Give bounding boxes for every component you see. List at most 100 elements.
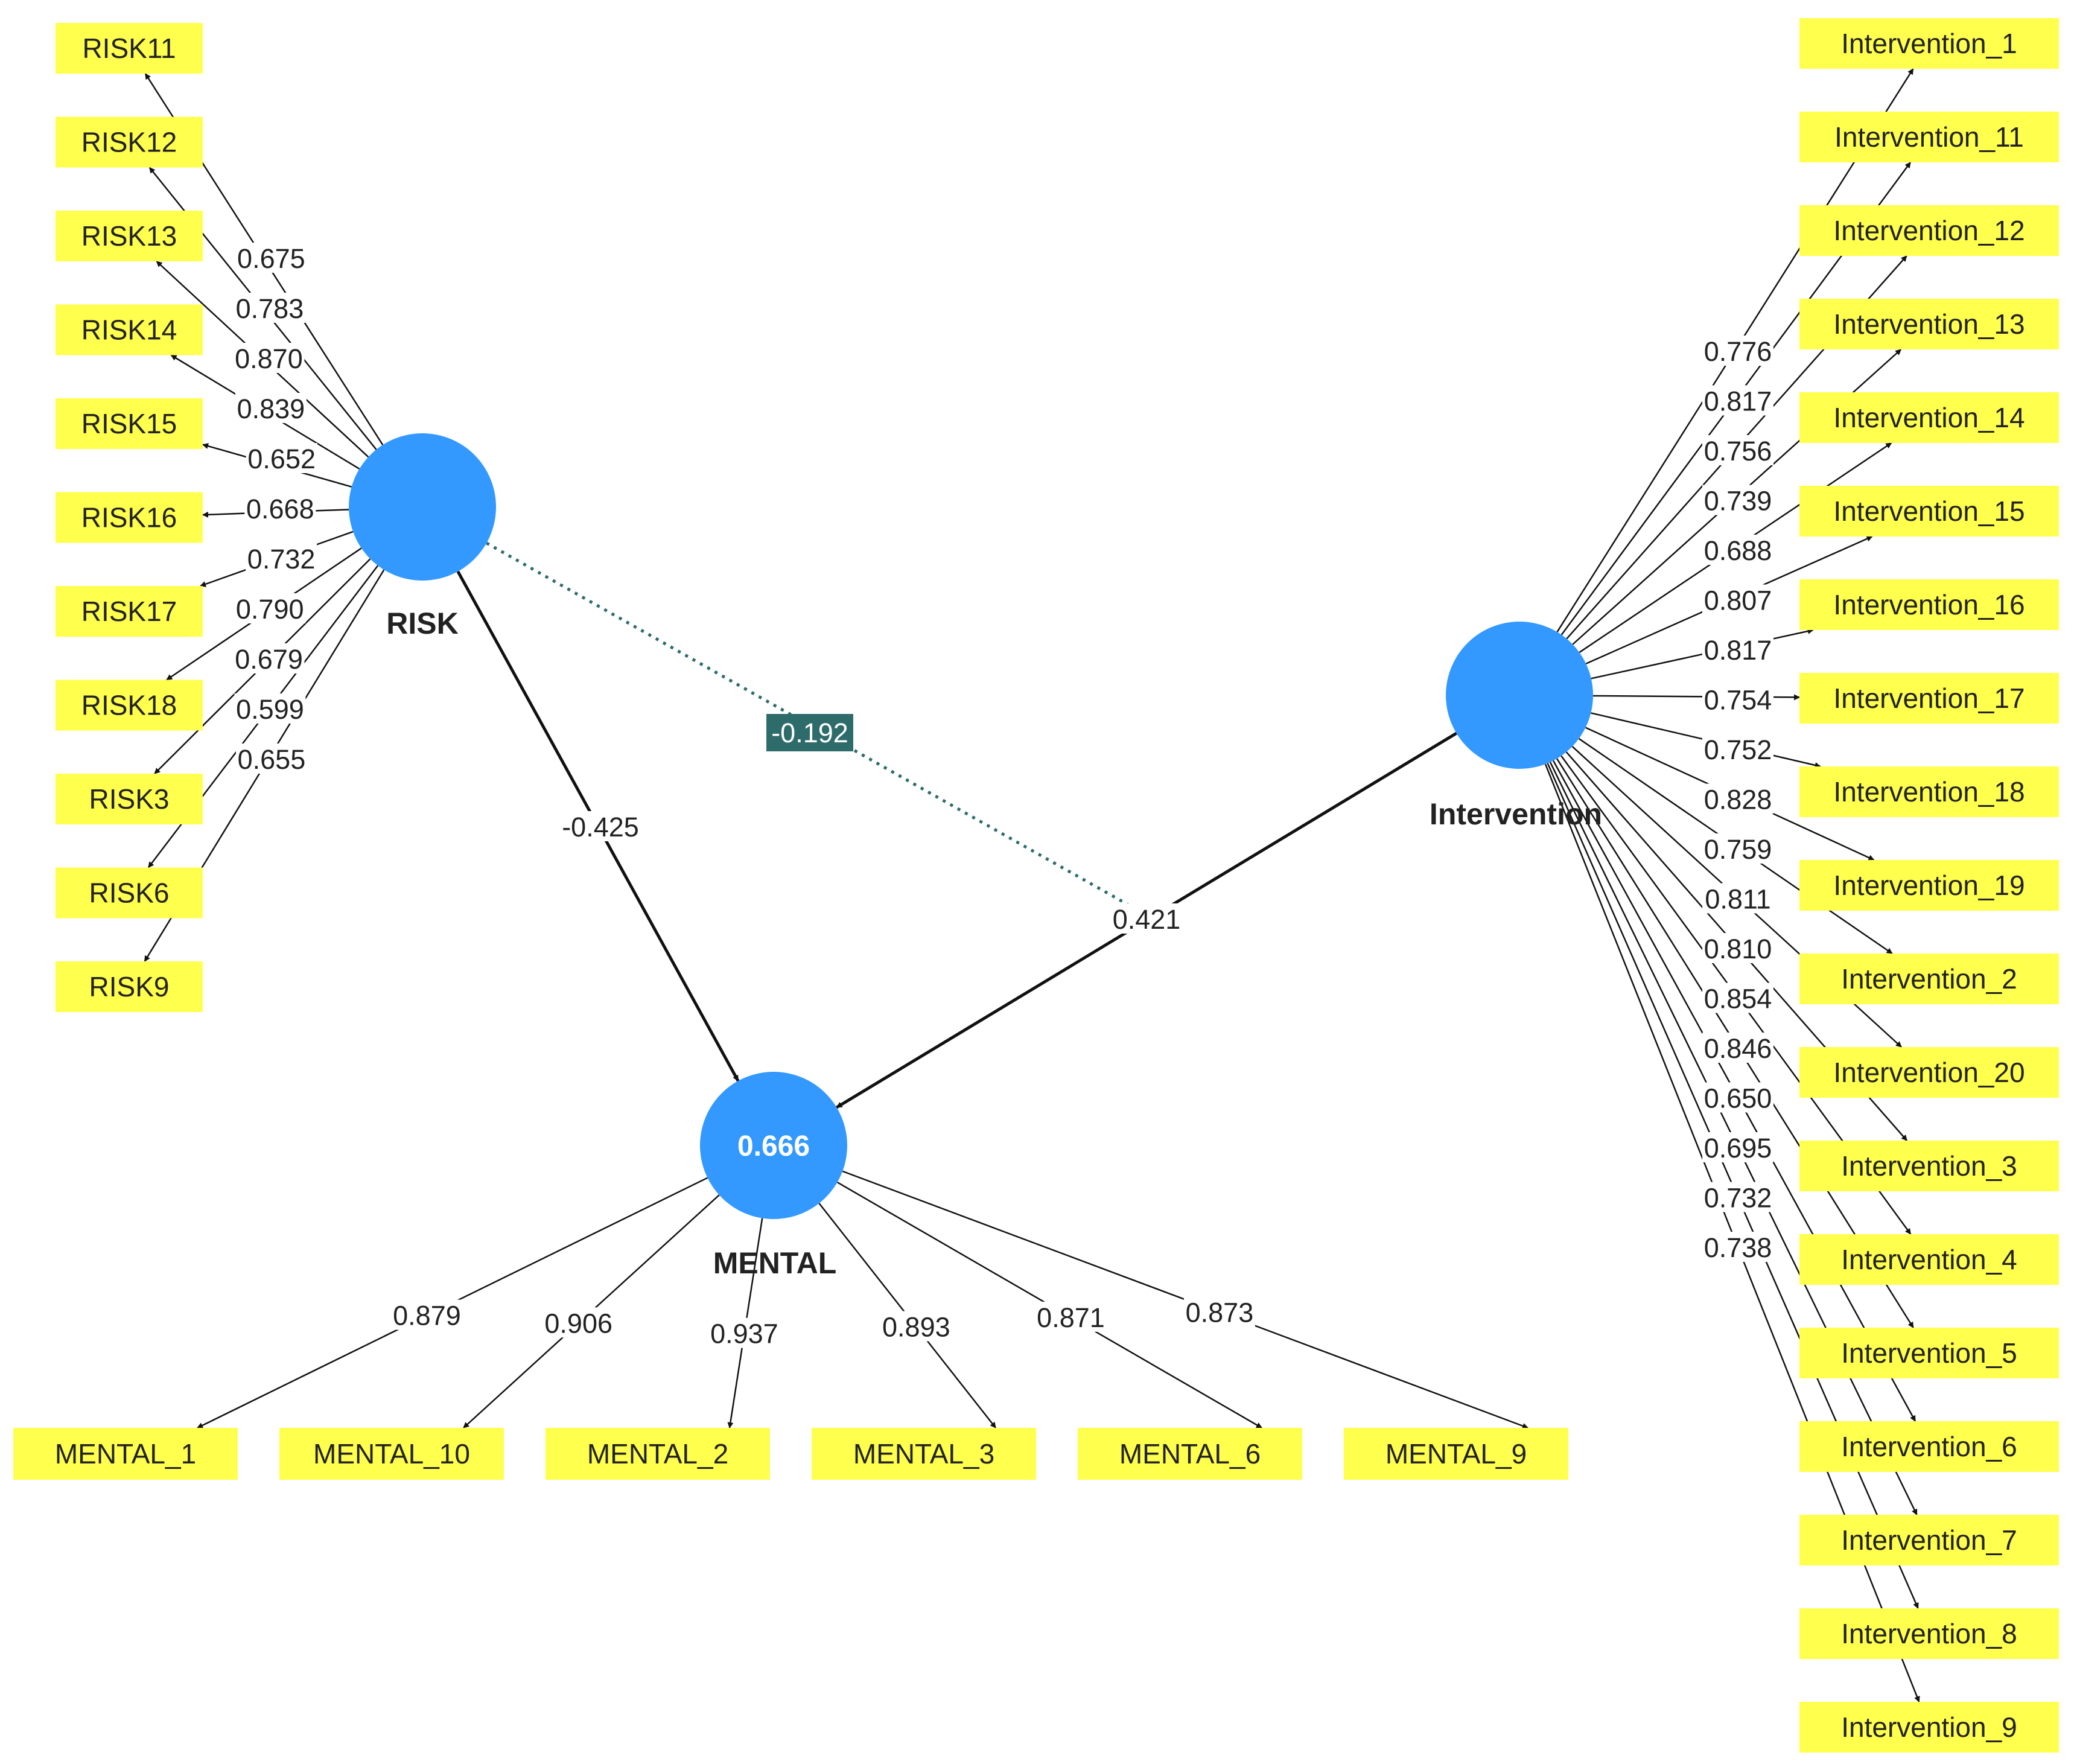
coefficient-text: 0.871	[1037, 1302, 1105, 1333]
moderation-label-bg	[766, 714, 853, 751]
mental-indicator-mental-1: MENTAL_1	[13, 1428, 238, 1480]
indicator-box	[56, 398, 203, 449]
indicator-label: RISK18	[81, 690, 177, 721]
risk-to-mental-coefficient: -0.425	[558, 811, 643, 842]
intervention-indicator-intervention-18: Intervention_18	[1799, 766, 2059, 817]
risk-loading-label: 0.599	[234, 693, 306, 725]
mental-loading-label: 0.906	[542, 1307, 614, 1339]
indicator-box	[1799, 486, 2059, 537]
intervention-indicator-intervention-11: Intervention_11	[1799, 112, 2059, 162]
indicator-box	[56, 680, 203, 731]
indicator-box	[1799, 954, 2059, 1004]
coefficient-text: 0.783	[236, 293, 304, 324]
indicator-label: MENTAL_9	[1385, 1438, 1527, 1469]
coefficient-bg	[1702, 435, 1773, 465]
coefficient-bg	[1702, 485, 1773, 515]
latent-variables-layer: 0.666	[349, 433, 1593, 1219]
coefficient-bg	[1702, 1132, 1773, 1162]
coefficient-labels-layer: 0.6750.7830.8700.8390.6520.6680.7320.790…	[233, 243, 1773, 1349]
coefficient-bg	[235, 243, 307, 273]
risk-loading-label: 0.790	[234, 593, 306, 625]
intervention-circle[interactable]	[1446, 622, 1593, 769]
indicator-box	[1799, 392, 2059, 443]
indicator-label: Intervention_5	[1841, 1337, 2017, 1369]
indicator-label: Intervention_3	[1841, 1150, 2017, 1182]
coefficient-text: 0.873	[1186, 1298, 1254, 1328]
risk-indicator-risk15: RISK15	[56, 398, 203, 449]
risk-indicator-risk18: RISK18	[56, 680, 203, 731]
coefficient-text: 0.811	[1705, 884, 1770, 915]
indicator-box	[1799, 1608, 2059, 1659]
indicator-label: Intervention_4	[1841, 1244, 2017, 1275]
coefficient-text: 0.906	[544, 1308, 612, 1339]
mental-loading-label: 0.879	[391, 1299, 463, 1331]
coefficient-text: 0.652	[247, 444, 316, 474]
indicator-box	[1799, 205, 2059, 256]
mental-indicator-mental-2: MENTAL_2	[546, 1428, 770, 1480]
coefficient-text: 0.738	[1704, 1232, 1772, 1263]
indicator-box	[1799, 1328, 2059, 1378]
intervention-indicator-intervention-3: Intervention_3	[1799, 1141, 2059, 1191]
mental-circle[interactable]	[700, 1072, 847, 1219]
risk-indicator-risk6: RISK6	[56, 867, 203, 919]
intervention-latent-variable[interactable]	[1446, 622, 1593, 769]
coefficient-text: 0.790	[236, 594, 304, 625]
intervention-loading-label: 0.846	[1702, 1033, 1773, 1064]
indicator-label: MENTAL_10	[313, 1438, 470, 1469]
mental-loading-label: 0.937	[708, 1317, 780, 1349]
coefficient-text: 0.675	[237, 243, 305, 274]
indicator-box	[1799, 1421, 2059, 1472]
intervention-loading-label: 0.817	[1702, 385, 1773, 417]
indicator-box	[1799, 1702, 2059, 1753]
coefficient-text: 0.732	[1704, 1183, 1772, 1214]
indicator-box	[812, 1428, 1036, 1480]
indicator-label: RISK13	[81, 220, 177, 252]
intervention-loading-label: 0.650	[1702, 1082, 1773, 1114]
indicator-box	[1344, 1428, 1568, 1480]
intervention-indicator-intervention-9: Intervention_9	[1799, 1702, 2059, 1753]
intervention-indicator-intervention-5: Intervention_5	[1799, 1328, 2059, 1378]
coefficient-text: 0.752	[1704, 734, 1772, 765]
indicator-box	[1799, 18, 2059, 69]
indicator-label: MENTAL_6	[1119, 1438, 1261, 1469]
moderation-label-text: -0.192	[771, 718, 848, 748]
indicator-box	[1799, 860, 2059, 911]
indicator-label: RISK15	[81, 408, 177, 439]
risk-indicator-risk9: RISK9	[56, 961, 203, 1012]
intervention-indicator-intervention-16: Intervention_16	[1799, 579, 2059, 630]
risk-latent-variable[interactable]	[349, 433, 496, 581]
indicator-label: Intervention_18	[1833, 776, 2025, 807]
indicator-label: RISK12	[81, 127, 177, 158]
indicator-box	[279, 1428, 504, 1480]
indicator-label: Intervention_2	[1841, 963, 2017, 995]
risk-circle[interactable]	[349, 433, 496, 581]
coefficient-bg	[234, 693, 306, 724]
coefficient-text: 0.599	[236, 694, 304, 725]
indicator-box	[1799, 1141, 2059, 1191]
coefficient-text: 0.807	[1704, 585, 1772, 616]
mental-latent-variable[interactable]: 0.666	[700, 1072, 847, 1219]
indicator-label: Intervention_9	[1841, 1711, 2017, 1743]
mental-loading-label: 0.873	[1183, 1296, 1255, 1328]
risk-loading-label: 0.732	[246, 543, 317, 575]
intervention-indicator-intervention-8: Intervention_8	[1799, 1608, 2059, 1659]
coefficient-text: 0.759	[1704, 834, 1772, 865]
indicator-box	[1799, 299, 2059, 349]
risk-loading-label: 0.655	[235, 743, 307, 775]
indicator-box	[56, 492, 203, 543]
coefficient-text: 0.679	[235, 644, 303, 675]
coefficient-bg	[244, 493, 316, 523]
coefficient-bg	[1702, 336, 1773, 366]
mental-indicator-mental-6: MENTAL_6	[1078, 1428, 1302, 1480]
coefficient-text: 0.776	[1704, 336, 1772, 367]
coefficient-text: 0.817	[1704, 635, 1772, 666]
indicator-label: Intervention_17	[1833, 683, 2025, 714]
indicator-box	[56, 304, 203, 355]
indicator-box	[56, 211, 203, 261]
indicator-box	[13, 1428, 238, 1480]
intervention-indicator-intervention-7: Intervention_7	[1799, 1515, 2059, 1565]
intervention-indicator-intervention-13: Intervention_13	[1799, 299, 2059, 349]
coefficient-bg	[558, 811, 643, 841]
indicator-label: Intervention_20	[1833, 1057, 2025, 1088]
indicator-box	[1799, 1234, 2059, 1285]
